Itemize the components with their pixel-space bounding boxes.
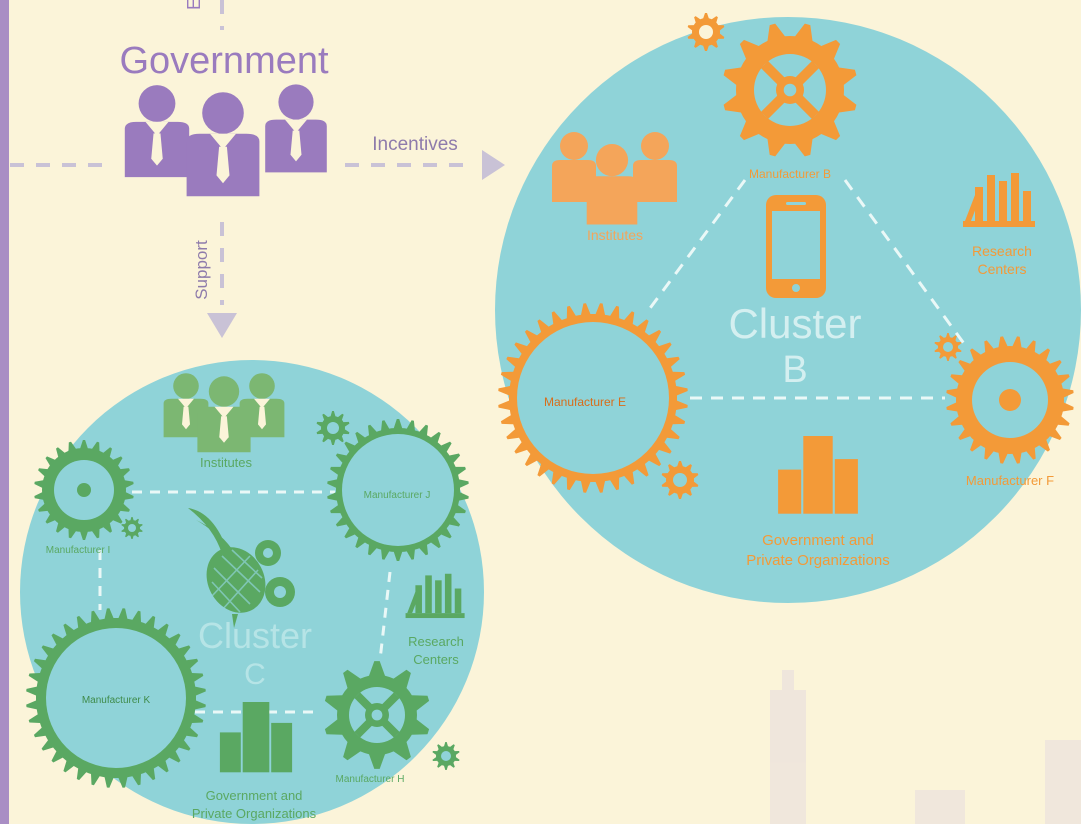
small-gear-icon: [121, 517, 143, 539]
cluster-b-title: Cluster: [728, 300, 861, 347]
cluster-c-research-label-1: Research: [408, 634, 464, 649]
left-accent-bar: [0, 0, 9, 824]
cluster-c-manufacturer-left-label: Manufacturer I: [46, 545, 110, 556]
small-gear-icon: [934, 333, 962, 361]
cluster-b-institutes-label: Institutes: [587, 227, 643, 243]
cluster-c-gears: [26, 411, 469, 788]
incentives-arrow-head: [482, 150, 505, 180]
cluster-b-manufacturer-left-label: Manufacturer E: [544, 395, 626, 409]
cluster-b: Institutes Research Centers Cluster B Ma…: [495, 13, 1081, 603]
cluster-b-title-letter: B: [782, 349, 807, 391]
support-label: Support: [192, 240, 211, 300]
manufacturer-i-gear-icon: [34, 440, 134, 540]
government-connectors: [10, 0, 475, 305]
top-label-fragment: E: [184, 0, 204, 10]
government-people-icon: [124, 84, 327, 197]
cluster-c-title-letter: C: [244, 658, 266, 691]
manufacturer-j-gear-icon: [327, 419, 469, 561]
skyline-decoration: [770, 670, 1081, 824]
manufacturer-f-gear-icon: [946, 336, 1074, 464]
cluster-b-manufacturer-top-label: Manufacturer B: [749, 167, 831, 181]
cluster-b-organizations-label-1: Government and: [762, 532, 874, 549]
cluster-b-organizations-label-2: Private Organizations: [746, 552, 889, 569]
cluster-b-gears: [498, 13, 1074, 499]
pineapple-icon: [188, 508, 295, 628]
manufacturer-e-gear-icon: [498, 303, 688, 493]
small-gear-icon: [661, 461, 699, 499]
government-label: Government: [119, 40, 329, 82]
cluster-c-title: Cluster: [198, 615, 312, 656]
smartphone-icon: [766, 195, 826, 298]
manufacturer-h-gear-icon: [324, 661, 430, 769]
incentives-label: Incentives: [372, 134, 458, 155]
small-gear-icon: [687, 13, 725, 51]
cluster-c-manufacturer-bottom-left-label: Manufacturer K: [82, 695, 151, 706]
manufacturer-b-gear-icon: [723, 23, 857, 157]
small-gear-icon: [316, 411, 350, 445]
cluster-b-manufacturer-right-label: Manufacturer F: [966, 473, 1054, 488]
cluster-c-manufacturer-bottom-right-label: Manufacturer H: [336, 774, 405, 785]
manufacturer-k-gear-icon: [26, 608, 206, 788]
cluster-c-organizations-label-2: Private Organizations: [192, 806, 317, 821]
cluster-c-institutes-label: Institutes: [200, 455, 253, 470]
cluster-c-organizations-label-1: Government and: [206, 788, 303, 803]
cluster-c-manufacturer-top-right-label: Manufacturer J: [364, 490, 431, 501]
small-gear-icon: [432, 742, 460, 770]
cluster-c: Institutes Cluster C Manufacturer J Manu…: [20, 360, 484, 824]
cluster-c-research-label-2: Centers: [413, 652, 459, 667]
support-arrow-head: [207, 313, 237, 338]
cluster-b-research-label-1: Research: [972, 243, 1032, 259]
cluster-b-research-label-2: Centers: [977, 261, 1026, 277]
cluster-b-links: [643, 179, 967, 400]
